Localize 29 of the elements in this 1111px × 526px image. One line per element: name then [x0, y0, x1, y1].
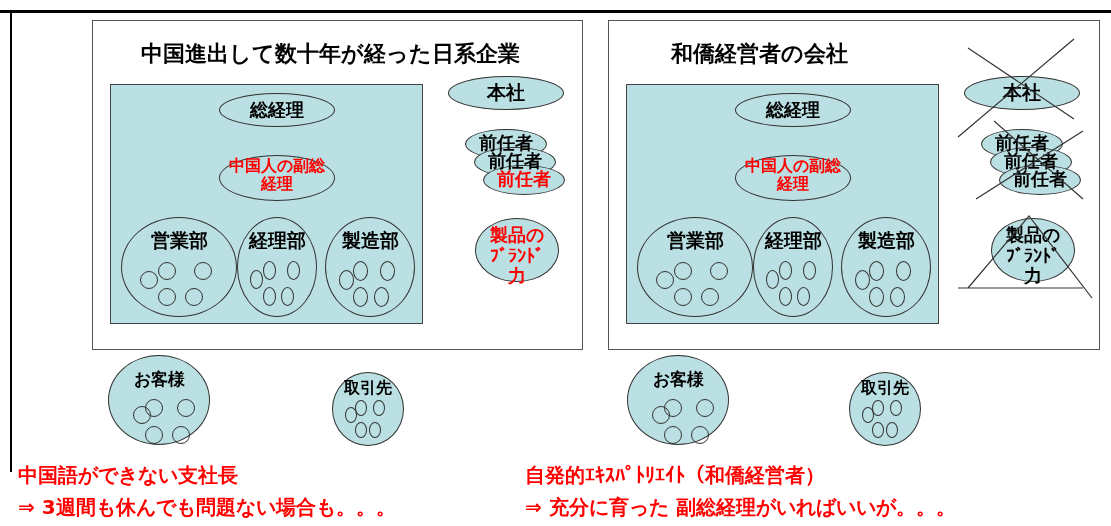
node-label: 前任者: [478, 133, 533, 153]
node-label: 営業部: [149, 230, 209, 252]
panel-heading: 中国進出して数十年が経った日系企業: [141, 41, 520, 67]
node-label: 総経理: [248, 100, 305, 121]
node-label: 経理部: [247, 230, 307, 252]
company-panel: [92, 20, 583, 350]
organization-box: [110, 84, 423, 324]
node-label: 製造部: [340, 230, 400, 252]
node-label: 前任者: [497, 169, 552, 190]
node-label: 中国人の副総経理: [228, 157, 326, 194]
node-label: お客様: [651, 370, 705, 390]
node-label: 営業部: [665, 230, 725, 252]
node-label: 取引先: [860, 379, 910, 398]
panel-heading: 和僑経営者の会社: [671, 41, 848, 67]
node-label: 経理部: [763, 230, 823, 252]
node-label: 総経理: [764, 100, 821, 121]
organization-box: [626, 84, 939, 324]
note-heading: 自発的ｴｷｽﾊﾟﾄﾘｴｲﾄ（和僑経営者）: [525, 462, 825, 489]
node-label: 中国人の副総経理: [744, 157, 842, 194]
note-text: ⇒ 3週間も休んでも問題ない場合も。。。: [18, 494, 396, 521]
node-label: 取引先: [343, 379, 393, 398]
node-label: 前任者: [488, 151, 542, 171]
note-text: ⇒ 充分に育った 副総経理がいればいいが。。。: [525, 494, 956, 521]
company-panel: [608, 20, 1100, 350]
node-label: お客様: [132, 370, 186, 390]
node-label: 製造部: [856, 230, 916, 252]
node-label: 製品のﾌﾞﾗﾝﾄﾞ力: [489, 225, 545, 288]
node-label: 本社: [485, 82, 526, 104]
note-heading: 中国語ができない支社長: [18, 462, 238, 489]
